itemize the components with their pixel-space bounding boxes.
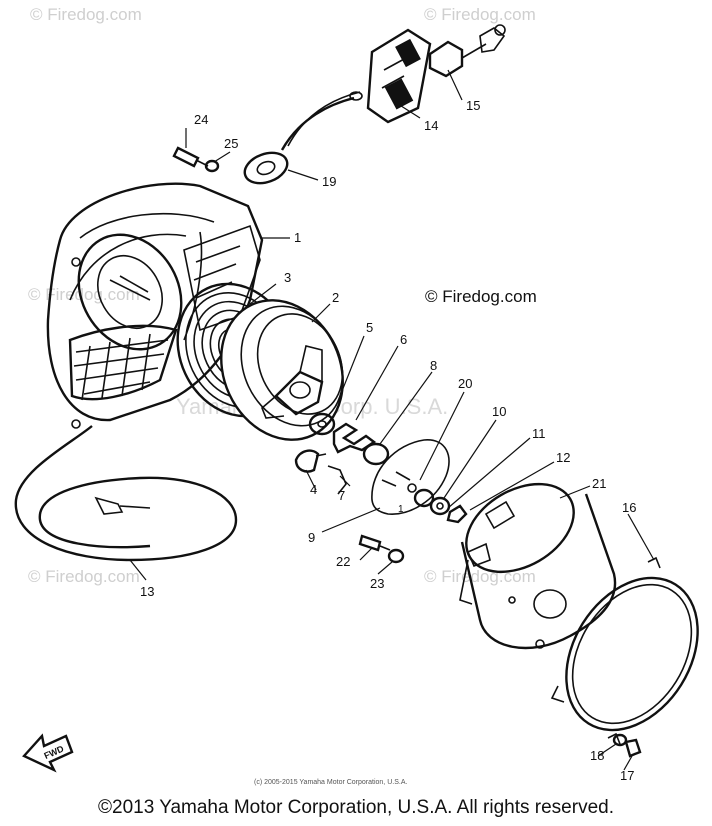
part-label-23: 23: [370, 576, 384, 591]
starter-case: [46, 182, 264, 429]
pawl: [294, 449, 327, 473]
circlip-8: [362, 442, 390, 466]
part-label-5: 5: [366, 320, 373, 335]
part-label-4: 4: [310, 482, 317, 497]
watermark-main: © Firedog.com: [425, 287, 537, 306]
part-label-25: 25: [224, 136, 238, 151]
part-label-9: 9: [308, 530, 315, 545]
starter-rope: [14, 425, 238, 562]
outer-ring: [550, 556, 699, 745]
copyright-footer: ©2013 Yamaha Motor Corporation, U.S.A. A…: [98, 797, 614, 818]
part-label-8: 8: [430, 358, 437, 373]
pulley-cover: [459, 482, 617, 650]
part-label-12: 12: [556, 450, 570, 465]
part-label-11: 11: [532, 426, 546, 441]
part-label-7: 7: [338, 488, 345, 503]
part-label-18: 18: [590, 748, 604, 763]
part-label-1: 1: [294, 230, 301, 245]
part-label-13: 13: [140, 584, 154, 599]
bolt-24-25: [172, 146, 220, 173]
part-label-15: 15: [466, 98, 480, 113]
rope-reel: [220, 299, 344, 441]
leader-lines: [129, 69, 655, 771]
part-label-6: 6: [400, 332, 407, 347]
part-label-21: 21: [592, 476, 606, 491]
part-label-3: 3: [284, 270, 291, 285]
friction-plate: 1: [371, 439, 450, 515]
part-label-19: 19: [322, 174, 336, 189]
watermark-top-left: © Firedog.com: [30, 5, 142, 24]
spring-6: [332, 422, 377, 454]
spring-7: [327, 465, 347, 495]
small-copyright: (c) 2005-2015 Yamaha Motor Corporation, …: [254, 779, 407, 786]
part-label-22: 22: [336, 554, 350, 569]
svg-text:1: 1: [398, 504, 404, 515]
cable-guide: [243, 151, 289, 185]
part-label-2: 2: [332, 290, 339, 305]
fwd-arrow: FWD: [22, 733, 74, 773]
washers-10-11-12: [413, 488, 468, 524]
bolt-17-18: [612, 733, 642, 758]
handle-assembly: [280, 24, 506, 151]
part-label-24: 24: [194, 112, 208, 127]
part-label-14: 14: [424, 118, 438, 133]
part-label-10: 10: [492, 404, 506, 419]
part-label-17: 17: [620, 768, 634, 783]
bolt-22-23: [358, 534, 405, 564]
part-label-20: 20: [458, 376, 472, 391]
washer-5: [308, 412, 336, 436]
watermark-top-right: © Firedog.com: [424, 5, 536, 24]
part-label-16: 16: [622, 500, 636, 515]
watermark-bottom-left: © Firedog.com: [28, 567, 140, 586]
watermark-mid-left: © Firedog.com: [28, 285, 140, 304]
